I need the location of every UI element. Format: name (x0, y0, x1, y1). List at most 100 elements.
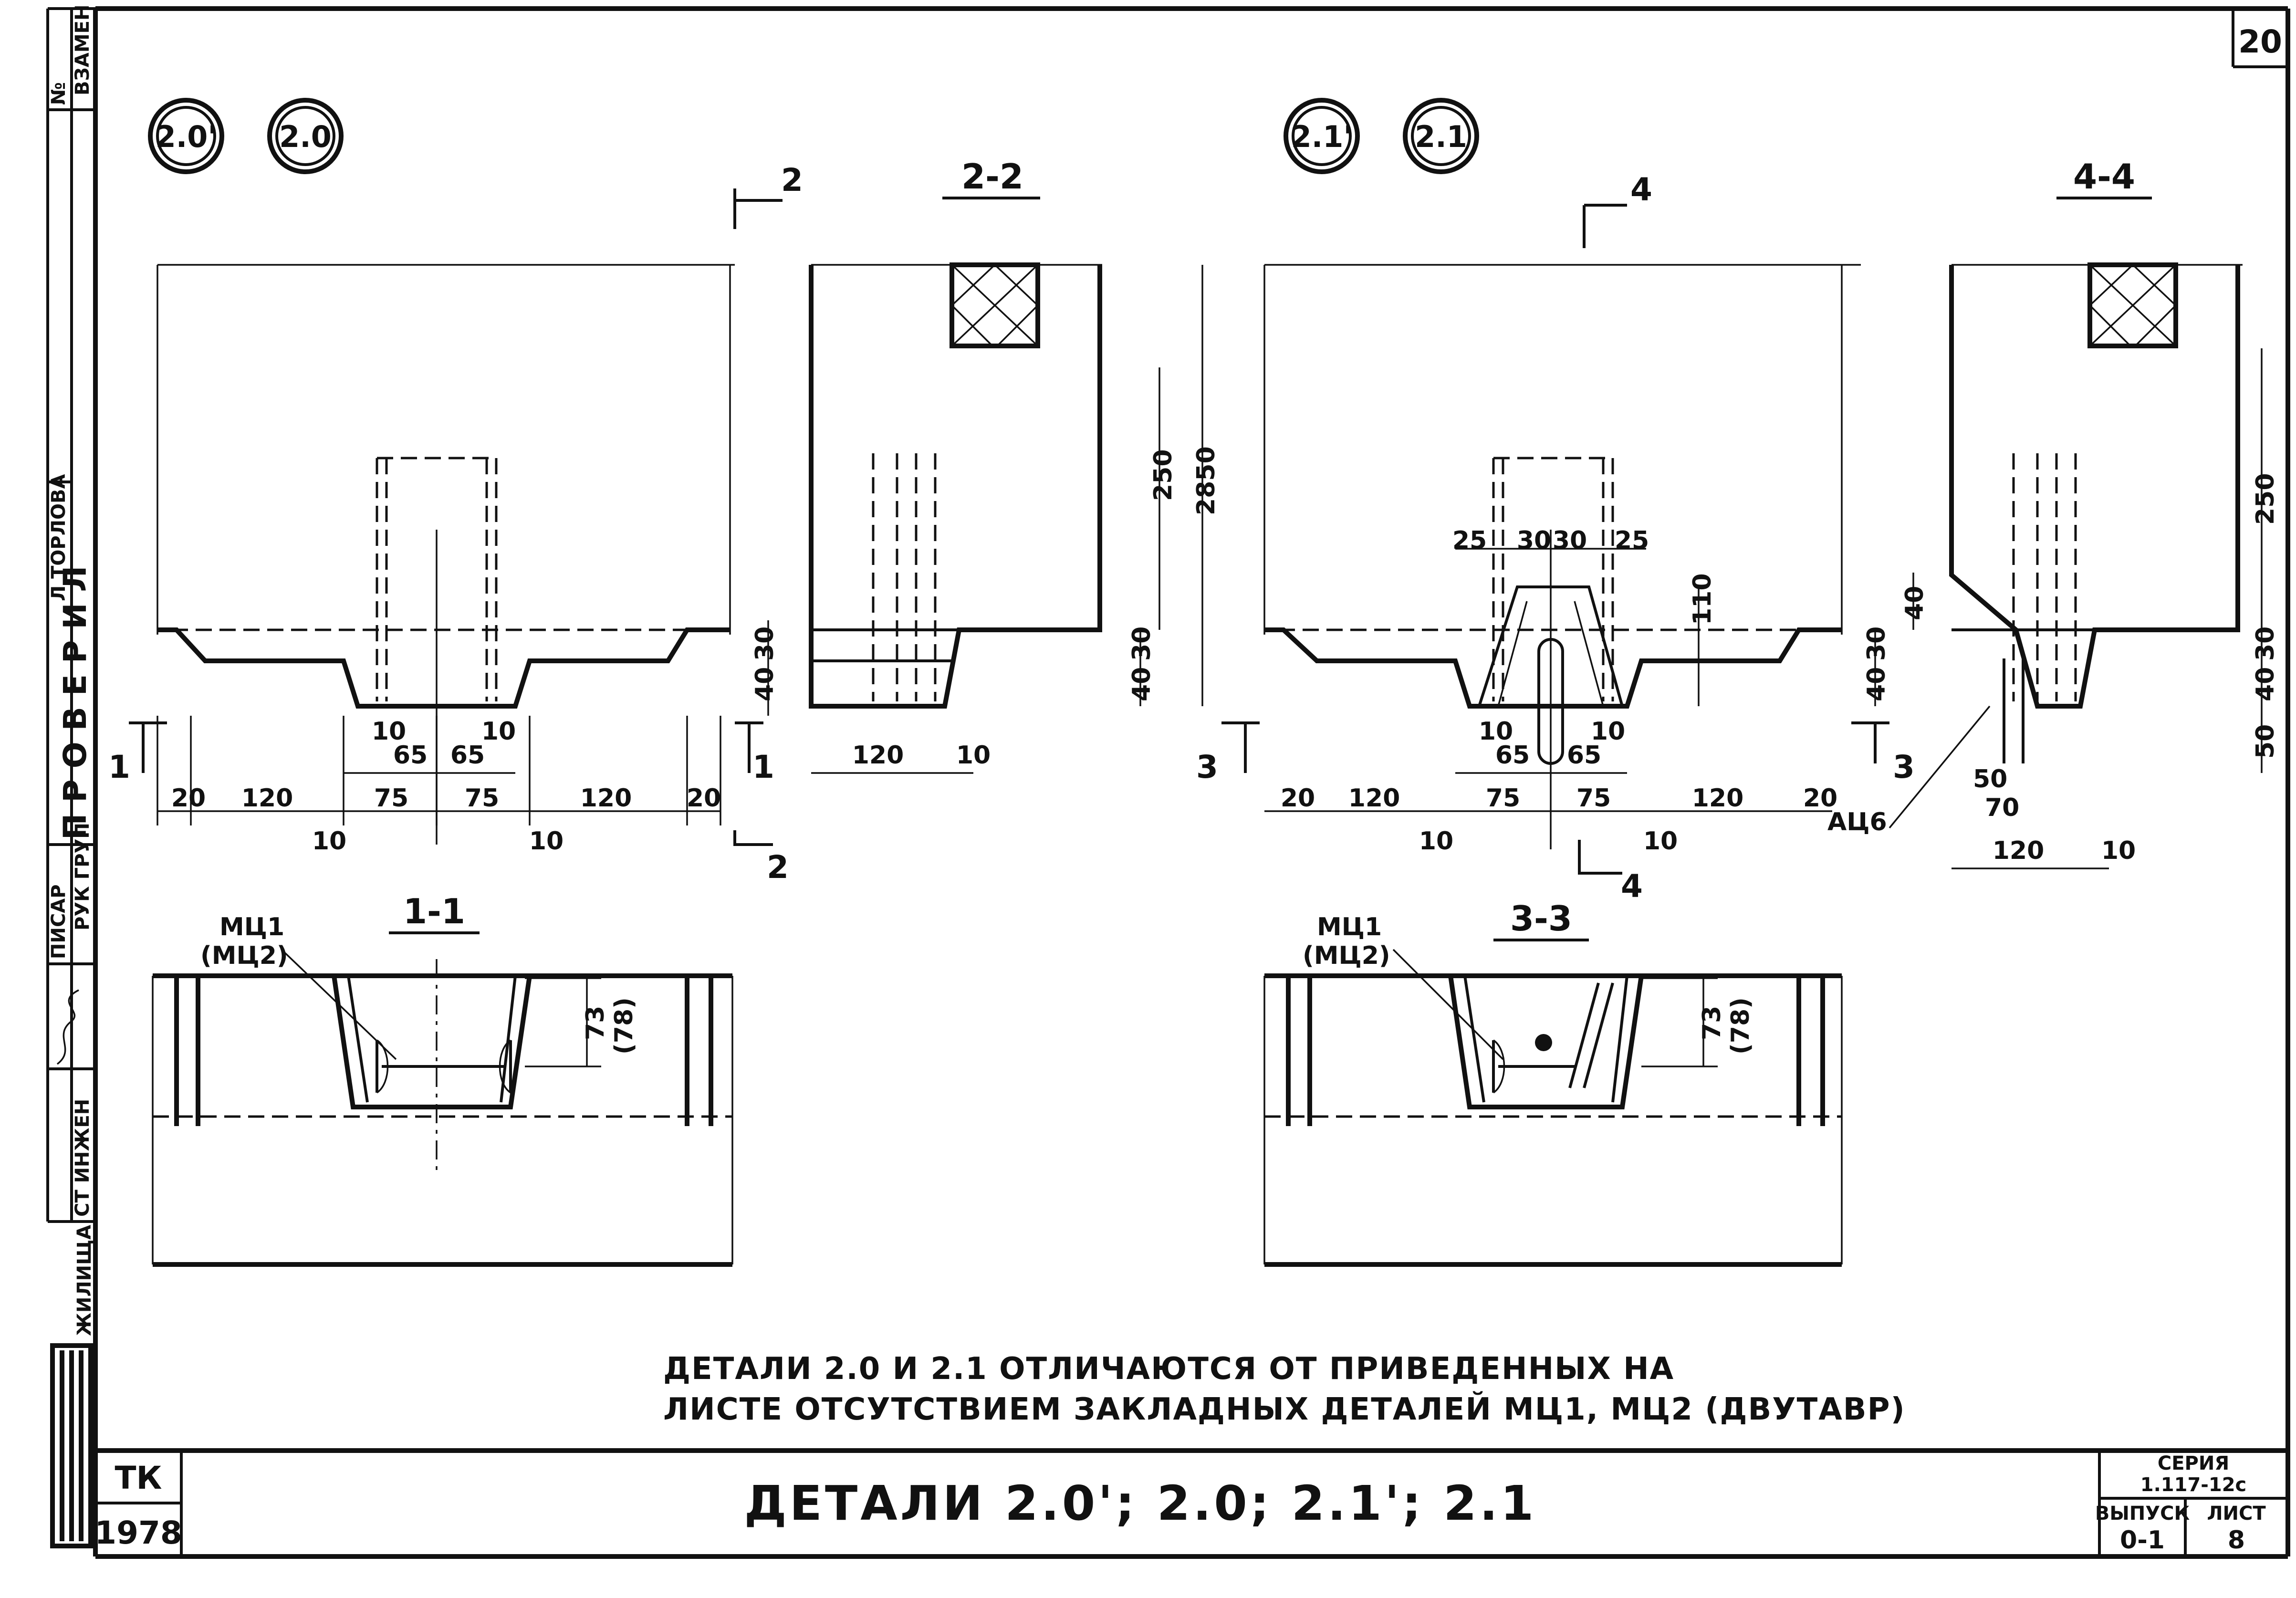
dim-44-10: 10 (2101, 836, 2136, 865)
callout-ac6: АЦ6 (1827, 808, 1887, 836)
note-line-2: ЛИСТЕ ОТСУТСТВИЕМ ЗАКЛАДНЫХ ДЕТАЛЕЙ МЦ1,… (663, 1391, 1906, 1427)
dim-44-40-left: 40 (1900, 586, 1929, 620)
detail-bubbles (148, 98, 1479, 174)
dim-44-120: 120 (1993, 836, 2045, 865)
title-block (95, 1448, 2288, 1556)
dim-plan-73-left: 73 (581, 1006, 610, 1040)
cut-2-top: 2 (781, 162, 803, 198)
dim-lf-75a: 75 (374, 784, 408, 813)
dim-lf-20b: 20 (687, 784, 721, 813)
dim-rf-10d: 10 (1591, 717, 1625, 746)
dim-22-10: 10 (956, 741, 991, 770)
dim-rf-120b: 120 (1692, 784, 1744, 813)
tb-sheet-value: 8 (2228, 1526, 2245, 1555)
dim-rf-30a: 30 (1517, 526, 1551, 555)
bubble-2-1: 2.1 (1415, 119, 1467, 154)
tb-issue-label: ВЫПУСК (2095, 1503, 2190, 1525)
dim-lfv-40: 40 (751, 667, 779, 701)
dim-lf-120a: 120 (241, 784, 293, 813)
section-3-3-title: 3-3 (1510, 898, 1572, 939)
dim-rf-20b: 20 (1803, 784, 1837, 813)
stamp-row-1-role: РУК ГРУП (72, 823, 94, 930)
stamp-checked-header: П Р О В Е Р И Л (57, 566, 94, 840)
dim-rf-10a: 10 (1419, 827, 1453, 856)
stamp-row-2-role: СТ ИНЖЕН (72, 1099, 94, 1217)
dim-44-250: 250 (2251, 473, 2280, 525)
section-4-4 (1912, 262, 2263, 869)
side-stamp (46, 7, 95, 1223)
cut-4-top: 4 (1630, 171, 1652, 208)
stamp-row-1-name: Л ТОРЛОВА (48, 474, 70, 601)
dim-rf-25b: 25 (1615, 526, 1649, 555)
dim-rf-65a: 65 (1495, 741, 1530, 770)
section-2-2 (809, 262, 1203, 774)
tb-issue-value: 0-1 (2120, 1526, 2165, 1555)
dim-lf-65b: 65 (450, 741, 485, 770)
bubble-2-1-prime: 2.1' (1291, 119, 1353, 154)
dim-plan-78-left: (78) (610, 997, 638, 1055)
dim-22-2850: 2850 (1192, 446, 1221, 515)
callout-mc1-left: МЦ1 (219, 913, 284, 941)
dim-rf-120a: 120 (1348, 784, 1400, 813)
signature-mark (56, 989, 79, 1065)
dim-rf-30v: 30 (1862, 627, 1891, 661)
dim-lf-120b: 120 (580, 784, 632, 813)
stamp-row-2-name: ПИСАР (48, 884, 70, 959)
callout-mc1-right: МЦ1 (1317, 913, 1382, 941)
callout-mc2-left: (МЦ2) (200, 941, 288, 970)
tb-code: ТК (115, 1460, 162, 1496)
tb-year: 1978 (94, 1514, 182, 1551)
callout-mc2-right: (МЦ2) (1303, 941, 1390, 970)
sheet-frame (93, 6, 2290, 1559)
note-line-1: ДЕТАЛИ 2.0 И 2.1 ОТЛИЧАЮТСЯ ОТ ПРИВЕДЕНН… (663, 1351, 1674, 1387)
dim-lfv-30: 30 (751, 627, 779, 661)
dim-rf-10c: 10 (1479, 717, 1513, 746)
dim-rf-10b: 10 (1643, 827, 1678, 856)
stamp-number-sign: № (48, 82, 70, 105)
dim-lf-65a: 65 (393, 741, 428, 770)
dim-plan-78-right: (78) (1726, 997, 1755, 1055)
dim-rf-20a: 20 (1281, 784, 1315, 813)
section-1-1 (152, 949, 733, 1267)
dim-rf-30b: 30 (1553, 526, 1587, 555)
dim-22-40: 40 (1127, 667, 1156, 701)
cut-1-right: 1 (752, 749, 774, 785)
section-2-2-title: 2-2 (961, 157, 1023, 197)
dim-lf-20a: 20 (171, 784, 206, 813)
cut-2-bottom: 2 (767, 849, 789, 886)
dim-plan-73-right: 73 (1698, 1006, 1726, 1040)
dim-rf-75b: 75 (1576, 784, 1611, 813)
dim-rf-110: 110 (1688, 573, 1717, 625)
org-name: ЖИЛИЩА (73, 1225, 95, 1336)
sheet-number: 20 (2238, 23, 2282, 60)
cut-3-right: 3 (1893, 749, 1915, 785)
right-elevation (1221, 204, 1991, 875)
section-4-4-title: 4-4 (2073, 157, 2135, 197)
dim-44-50: 50 (2251, 724, 2280, 759)
left-elevation (129, 188, 783, 846)
tb-title: ДЕТАЛИ 2.0'; 2.0; 2.1'; 2.1 (744, 1475, 1537, 1531)
stamp-vzamen: ВЗАМЕН (72, 5, 94, 95)
dim-44-50-small: 50 (1973, 765, 2007, 794)
dim-rf-25a: 25 (1452, 526, 1487, 555)
tb-series-label: СЕРИЯ (2158, 1452, 2229, 1474)
dim-44-40: 40 (2251, 667, 2280, 701)
dim-44-70: 70 (1985, 794, 2019, 822)
dim-lf-10b: 10 (529, 827, 564, 856)
dim-rf-40v: 40 (1862, 667, 1891, 701)
dim-22-120: 120 (852, 741, 904, 770)
dim-22-250: 250 (1149, 449, 1178, 501)
cut-1-left: 1 (108, 749, 130, 785)
cut-3-left: 3 (1196, 749, 1218, 785)
bubble-2-0-prime: 2.0' (156, 119, 217, 154)
dim-lf-10a: 10 (312, 827, 346, 856)
section-1-1-title: 1-1 (403, 891, 465, 931)
dim-lf-10c: 10 (372, 717, 406, 746)
dim-rf-75a: 75 (1486, 784, 1520, 813)
tb-sheet-label: ЛИСТ (2207, 1503, 2266, 1525)
tb-series-value: 1.117-12с (2140, 1474, 2247, 1496)
section-3-3 (1263, 949, 1843, 1267)
cut-4-bottom: 4 (1621, 868, 1643, 905)
org-logo (50, 1343, 93, 1548)
